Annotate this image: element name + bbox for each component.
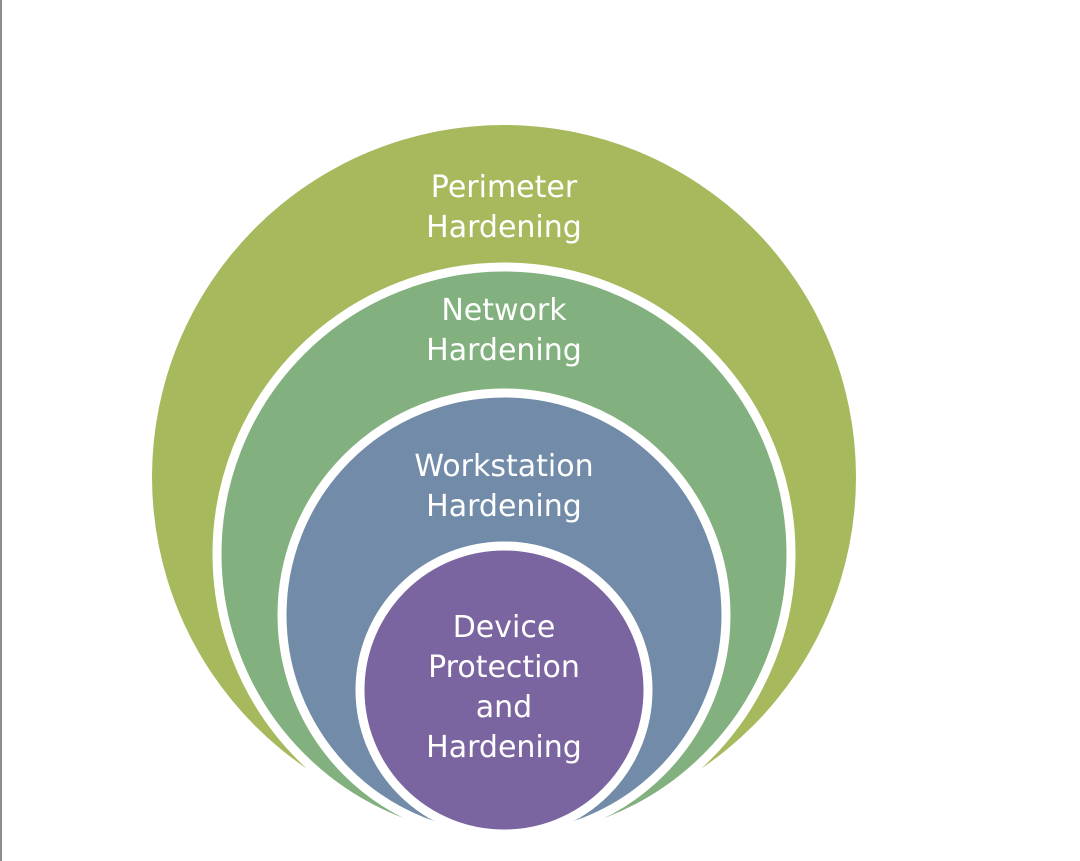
perimeter-layer-label: Perimeter Hardening [426,170,582,245]
network-layer-label: Network Hardening [426,293,582,368]
page-left-border [0,0,2,861]
device-layer-label: Device Protection and Hardening [426,610,582,765]
device-layer [355,541,653,833]
workstation-layer-label: Workstation Hardening [414,449,594,524]
